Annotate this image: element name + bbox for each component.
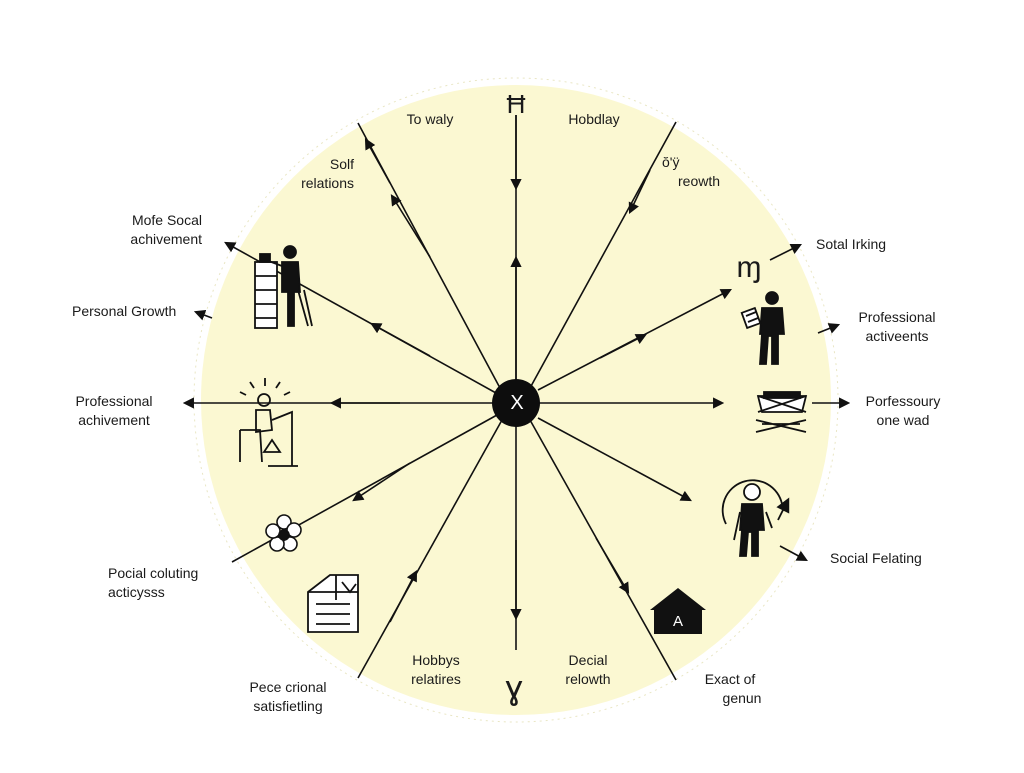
label-top-right: Hobdlay bbox=[568, 111, 620, 127]
spoke-left-mid-outer bbox=[193, 309, 213, 321]
x-hub-icon bbox=[492, 379, 540, 427]
sunrise-reader-icon bbox=[239, 378, 298, 467]
spoke-lower-right-arrow bbox=[595, 537, 630, 594]
spokes bbox=[182, 115, 851, 681]
spoke-right-upper-mid bbox=[599, 333, 647, 359]
spoke-lower-left bbox=[357, 419, 503, 679]
spoke-right-upper-outer bbox=[769, 243, 803, 261]
top-glyph: Ħ bbox=[506, 89, 526, 119]
label-left-2: Personal Growth bbox=[72, 303, 177, 319]
person-at-shelf-icon bbox=[254, 245, 313, 329]
spoke-upper-right bbox=[529, 121, 677, 389]
label-right-1: Sotal Irking bbox=[816, 236, 887, 252]
spoke-upper-right-arrow bbox=[628, 169, 651, 215]
flower-icon bbox=[265, 514, 302, 552]
outer-guide-circle bbox=[193, 77, 839, 723]
label-top-left: To waly bbox=[406, 111, 454, 127]
spoke-lower-left-arrow bbox=[389, 570, 418, 623]
spoke-right-lower bbox=[537, 417, 692, 502]
house-letter: A bbox=[673, 613, 683, 630]
right-upper-glyph: ɱ bbox=[736, 251, 762, 284]
label-right-4: Social Felating bbox=[830, 550, 922, 566]
bottom-glyph: ɣ bbox=[505, 669, 523, 707]
checklist-box-icon bbox=[307, 574, 359, 633]
spoke-upper-left-arrow bbox=[364, 138, 391, 184]
spoke-left-upper-mid bbox=[370, 322, 431, 357]
hammock-icon bbox=[755, 391, 808, 433]
person-with-map-icon bbox=[740, 291, 785, 365]
house-icon: A bbox=[650, 588, 706, 634]
hub-label: X bbox=[510, 392, 524, 414]
spoke-left-lower-arrow bbox=[352, 462, 411, 502]
spoke-right-lower-outer bbox=[779, 545, 808, 562]
spoke-right-mid-outer bbox=[817, 323, 841, 334]
person-in-circle-icon bbox=[721, 479, 790, 557]
spoke-upper-left-mid bbox=[390, 194, 431, 258]
